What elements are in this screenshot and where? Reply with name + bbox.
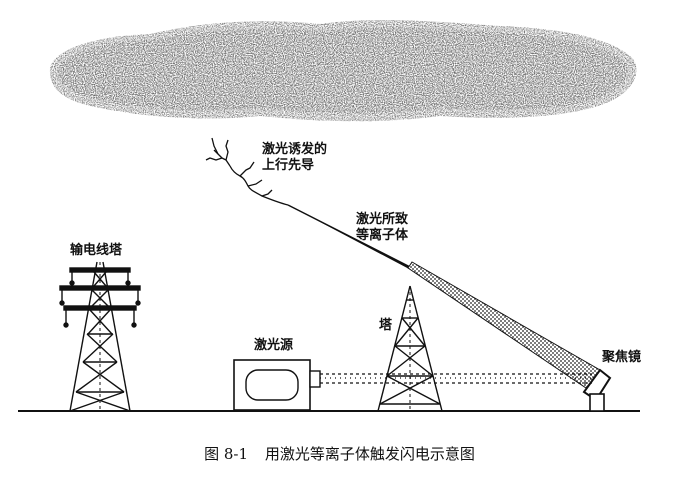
power-transmission-tower xyxy=(59,261,141,412)
power-tower-label: 输电线塔 xyxy=(70,243,123,258)
plasma-label-line-1: 激光所致 xyxy=(356,212,409,227)
upward-leader-label-line-2: 上行先导 xyxy=(262,158,315,173)
upward-leader-branches xyxy=(205,137,289,206)
upward-leader-label: 激光诱发的 上行先导 xyxy=(262,142,327,174)
tower-label: 塔 xyxy=(379,318,393,333)
plasma-label: 激光所致 等离子体 xyxy=(356,212,408,244)
focusing-mirror-label: 聚焦镜 xyxy=(602,350,642,365)
thunder-cloud xyxy=(49,20,637,122)
plasma-beam xyxy=(287,204,601,389)
laser-source-label: 激光源 xyxy=(254,338,294,353)
lattice-tower xyxy=(377,285,443,412)
laser-beam-lines xyxy=(320,373,592,384)
focusing-mirror-device xyxy=(582,368,612,412)
figure-caption: 图 8-1 用激光等离子体触发闪电示意图 xyxy=(0,443,679,464)
laser-source-box xyxy=(233,359,321,411)
figure-number: 图 8-1 xyxy=(204,445,249,463)
plasma-label-line-2: 等离子体 xyxy=(356,228,409,243)
figure-caption-text: 用激光等离子体触发闪电示意图 xyxy=(264,445,475,463)
upward-leader-label-line-1: 激光诱发的 xyxy=(262,142,328,157)
